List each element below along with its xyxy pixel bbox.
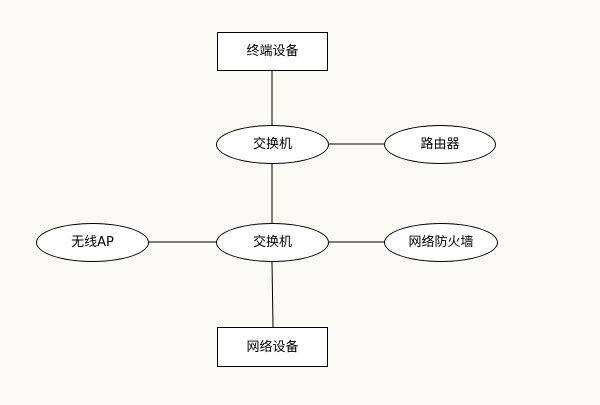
node-label: 网络防火墙 <box>408 235 474 250</box>
node-network-device: 网络设备 <box>217 327 328 367</box>
node-label: 网络设备 <box>246 339 299 355</box>
node-label: 终端设备 <box>246 44 299 59</box>
node-label: 路由器 <box>420 137 460 152</box>
node-router: 路由器 <box>384 125 496 164</box>
node-terminal-device: 终端设备 <box>217 32 328 71</box>
node-label: 交换机 <box>252 235 292 250</box>
edge-switch-bottom-network-device <box>271 261 274 328</box>
node-firewall: 网络防火墙 <box>384 223 498 262</box>
node-switch-bottom: 交换机 <box>216 223 329 262</box>
node-label: 交换机 <box>252 137 292 152</box>
node-wireless-ap: 无线AP <box>36 223 149 262</box>
node-label: 无线AP <box>71 235 114 250</box>
node-switch-top: 交换机 <box>216 125 329 164</box>
